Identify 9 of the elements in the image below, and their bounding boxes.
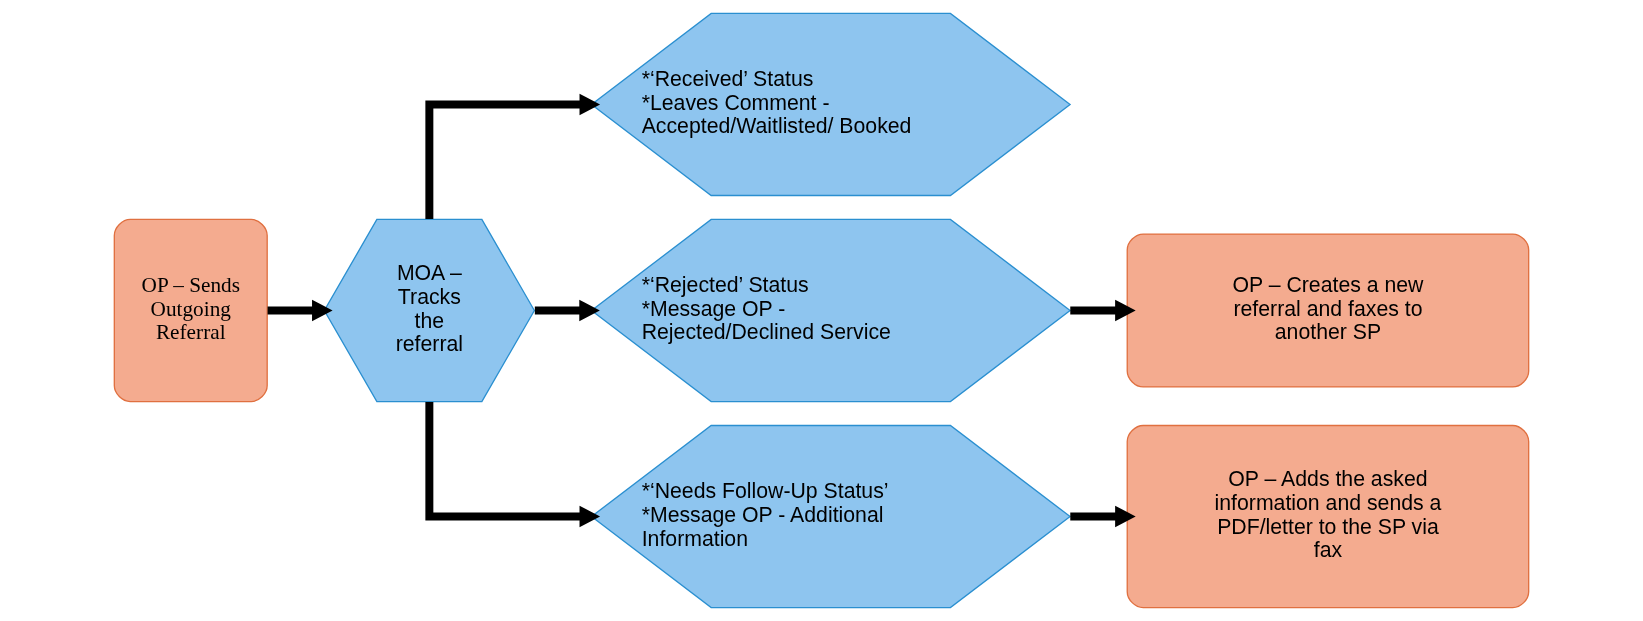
node-box: OP – Adds the asked information and sends a PDF/letter to the SP via fax — [1126, 424, 1530, 609]
arrow — [534, 299, 600, 322]
node-box: OP – Sends Outgoing Referral — [113, 218, 268, 403]
arrow — [1070, 505, 1136, 528]
arrow — [425, 402, 601, 528]
arrow — [1070, 299, 1136, 322]
arrow — [425, 93, 601, 219]
arrow — [267, 299, 333, 322]
node-box: OP – Creates a new referral and faxes to another SP — [1126, 233, 1530, 388]
